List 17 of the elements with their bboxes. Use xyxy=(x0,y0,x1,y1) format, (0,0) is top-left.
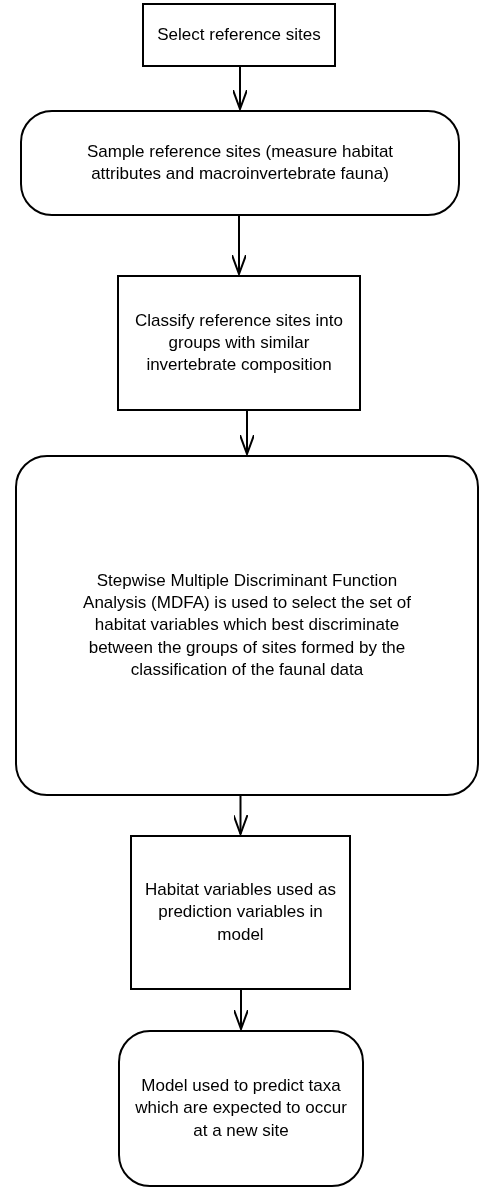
arrow xyxy=(232,66,248,110)
box-text: Select reference sites xyxy=(156,23,322,46)
process-box xyxy=(130,835,351,990)
box-text: Model used to predict taxa which are expected to occur at a new site xyxy=(134,1075,348,1142)
process-box xyxy=(142,3,336,67)
box-text: Stepwise Multiple Discriminant Function Analysis (MDFA) is used to select the set of habitat variables which best discriminate between the groups of sites formed by the classification of the faunal data xyxy=(82,570,412,681)
arrow xyxy=(232,795,249,835)
box-text: Sample reference sites (measure habitat attributes and macroinvertebrate fauna) xyxy=(85,140,395,185)
rounded-process-box xyxy=(118,1030,364,1187)
process-box xyxy=(117,275,361,411)
box-text: Classify reference sites into groups with similar invertebrate composition xyxy=(134,309,344,377)
arrow xyxy=(239,410,255,455)
rounded-process-box xyxy=(15,455,479,796)
box-text: Habitat variables used as prediction variables in model xyxy=(144,879,337,946)
arrow xyxy=(233,989,249,1030)
arrow xyxy=(231,215,247,275)
rounded-process-box xyxy=(20,110,460,216)
